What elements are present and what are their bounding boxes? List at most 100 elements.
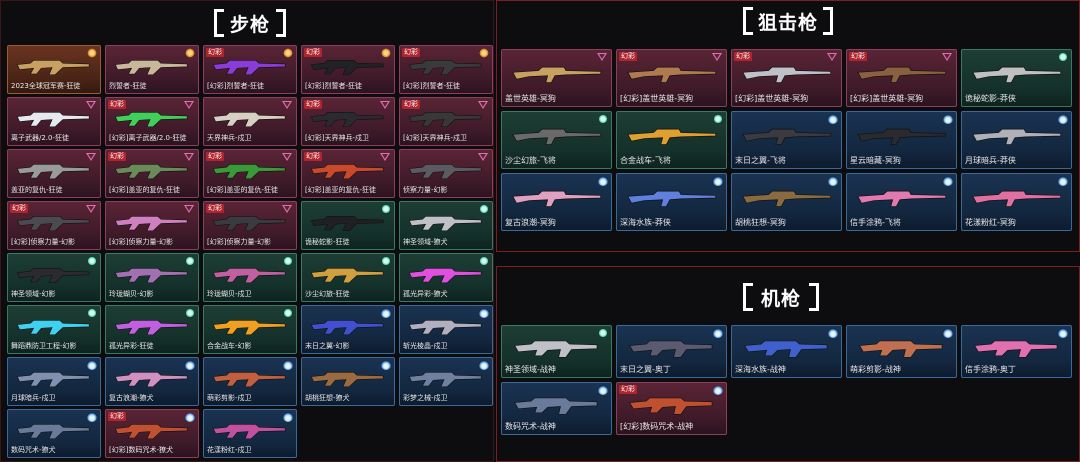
weapon-skin-card[interactable]: 合金战车-飞将 [616,111,727,169]
weapon-skin-card[interactable]: 幻彩[幻彩]数码咒术-战神 [616,382,727,435]
bracket-right [809,283,819,311]
weapon-image [409,268,482,284]
weapon-skin-card[interactable]: [幻彩]侦察力量-幻影 [105,201,199,250]
weapon-skin-card[interactable]: 幻彩[幻彩]天界神兵-戍卫 [399,97,493,146]
weapon-skin-card[interactable]: 幻彩[幻彩]侦察力量-幻影 [203,201,297,250]
weapon-image [115,268,188,284]
weapon-skin-card[interactable]: 合金战车-幻影 [203,305,297,354]
weapon-image [971,67,1061,84]
weapon-skin-card[interactable]: 烈誓者-狂徒 [105,45,199,94]
weapon-skin-card[interactable]: 花漾粉红-冥狗 [961,173,1072,231]
weapon-skin-card[interactable]: 复古浪潮-冥狗 [501,173,612,231]
sniper-title-text: 狙击枪 [757,11,818,34]
variant-tag: 幻彩 [619,385,637,394]
triangle-icon [942,53,952,61]
variant-tag: 幻彩 [108,152,126,161]
weapon-skin-card[interactable]: 幻彩[幻彩]盖亚的复仇-狂徒 [301,149,395,198]
weapon-skin-card[interactable]: 幻彩[幻彩]盖世英雄-冥狗 [731,49,842,107]
hex-icon [479,256,489,266]
weapon-skin-card[interactable]: 幻彩[幻彩]天界神兵-戍卫 [301,97,395,146]
weapon-skin-card[interactable]: 玲珑蝴贝-戍卫 [203,253,297,302]
hex-icon [87,308,97,318]
weapon-skin-card[interactable]: 诡秘蛇影-莽侠 [961,49,1072,107]
gem-icon [185,48,195,58]
weapon-image [115,424,188,440]
weapon-skin-card[interactable]: 幻彩[幻彩]盖世英雄-冥狗 [616,49,727,107]
weapon-image [626,191,716,208]
weapon-skin-card[interactable]: 末日之翼-奥丁 [616,325,727,378]
weapon-skin-card[interactable]: 深海水族-莽侠 [616,173,727,231]
bracket-left [743,7,753,35]
weapon-skin-card[interactable]: 花漾粉红-戍卫 [203,409,297,458]
weapon-skin-card[interactable]: 幻彩[幻彩]盖亚的复仇-狂徒 [203,149,297,198]
weapon-skin-card[interactable]: 月球暗兵-莽侠 [961,111,1072,169]
weapon-skin-card[interactable]: 末日之翼-飞将 [731,111,842,169]
weapon-skin-card[interactable]: 月球暗兵-戍卫 [7,357,101,406]
drop-icon [87,412,97,422]
weapon-skin-card[interactable]: 天界神兵-戍卫 [203,97,297,146]
weapon-skin-card[interactable]: 舞蹈鼎防卫工程-幻影 [7,305,101,354]
weapon-image [409,320,482,336]
weapon-skin-card[interactable]: 斩光棱晶-戍卫 [399,305,493,354]
weapon-skin-card[interactable]: 幻彩[幻彩]烈誓者-狂徒 [399,45,493,94]
weapon-skin-card[interactable]: 幻彩[幻彩]离子武器/2.0-狂徒 [105,97,199,146]
weapon-skin-name: 神圣领域-战神 [505,365,556,374]
weapon-skin-card[interactable]: 孤光异彩-狂徒 [105,305,199,354]
weapon-skin-card[interactable]: 数码咒术-獠犬 [7,409,101,458]
weapon-image [513,397,598,415]
weapon-skin-card[interactable]: 幻彩[幻彩]烈誓者-狂徒 [203,45,297,94]
weapon-skin-card[interactable]: 诡秘蛇影-狂徒 [301,201,395,250]
weapon-skin-card[interactable]: 胡桃狂想-獠犬 [301,357,395,406]
weapon-image [213,320,286,336]
weapon-skin-card[interactable]: 离子武器/2.0-狂徒 [7,97,101,146]
drop-icon [713,176,723,186]
triangle-icon [86,205,96,213]
weapon-skin-card[interactable]: 星云暗藏-冥狗 [846,111,957,169]
weapon-skin-card[interactable]: 幻彩[幻彩]数码咒术-獠犬 [105,409,199,458]
variant-tag: 幻彩 [206,152,224,161]
weapon-skin-card[interactable]: 深海水族-战神 [731,325,842,378]
machine-gun-panel: 机枪 神圣领域-战神末日之翼-奥丁深海水族-战神萌彩剪影-战神信手涂鸦-奥丁数码… [496,266,1080,462]
weapon-skin-name: 诡秘蛇影-莽侠 [965,94,1016,103]
weapon-skin-name: 花漾粉红-冥狗 [965,218,1016,227]
weapon-skin-card[interactable]: 萌彩剪影-戍卫 [203,357,297,406]
weapon-skin-card[interactable]: 数码咒术-战神 [501,382,612,435]
weapon-skin-card[interactable]: 信手涂鸦-奥丁 [961,325,1072,378]
weapon-skin-card[interactable]: 末日之翼-幻影 [301,305,395,354]
weapon-skin-card[interactable]: 胡桃狂想-冥狗 [731,173,842,231]
weapon-skin-card[interactable]: 彩梦之械-戍卫 [399,357,493,406]
hex-icon [598,328,608,338]
weapon-image [511,191,601,208]
weapon-skin-card[interactable]: 侦察力量-幻影 [399,149,493,198]
weapon-skin-card[interactable]: 盖世英雄-冥狗 [501,49,612,107]
weapon-skin-card[interactable]: 2023全球冠军赛-狂徒 [7,45,101,94]
weapon-skin-card[interactable]: 幻彩[幻彩]侦察力量-幻影 [7,201,101,250]
triangle-icon [380,101,390,109]
weapon-image [311,164,384,180]
weapon-skin-card[interactable]: 神圣领域-战神 [501,325,612,378]
weapon-skin-card[interactable]: 幻彩[幻彩]盖世英雄-冥狗 [846,49,957,107]
weapon-skin-card[interactable]: 复古浪潮-獠犬 [105,357,199,406]
weapon-image [213,112,286,128]
weapon-skin-card[interactable]: 神圣领域-獠犬 [399,201,493,250]
hex-icon [381,256,391,266]
weapon-skin-card[interactable]: 幻彩[幻彩]烈誓者-狂徒 [301,45,395,94]
weapon-skin-card[interactable]: 玲珑蝴贝-幻影 [105,253,199,302]
weapon-image [311,372,384,388]
drop-icon [598,385,608,395]
weapon-image [628,397,713,415]
gem-icon [283,48,293,58]
weapon-skin-card[interactable]: 幻彩[幻彩]盖亚的复仇-狂徒 [105,149,199,198]
weapon-image [213,216,286,232]
weapon-image [115,164,188,180]
weapon-skin-card[interactable]: 盖亚的复仇-狂徒 [7,149,101,198]
weapon-skin-name: 星云暗藏-冥狗 [850,156,901,165]
weapon-skin-card[interactable]: 沙尘幻旅-飞将 [501,111,612,169]
drop-icon [185,360,195,370]
weapon-skin-card[interactable]: 孤光异彩-獠犬 [399,253,493,302]
weapon-skin-card[interactable]: 神圣领域-幻影 [7,253,101,302]
weapon-skin-card[interactable]: 萌彩剪影-战神 [846,325,957,378]
weapon-skin-card[interactable]: 信手涂鸦-飞将 [846,173,957,231]
weapon-skin-card[interactable]: 沙尘幻旅-狂徒 [301,253,395,302]
weapon-image [311,60,384,76]
